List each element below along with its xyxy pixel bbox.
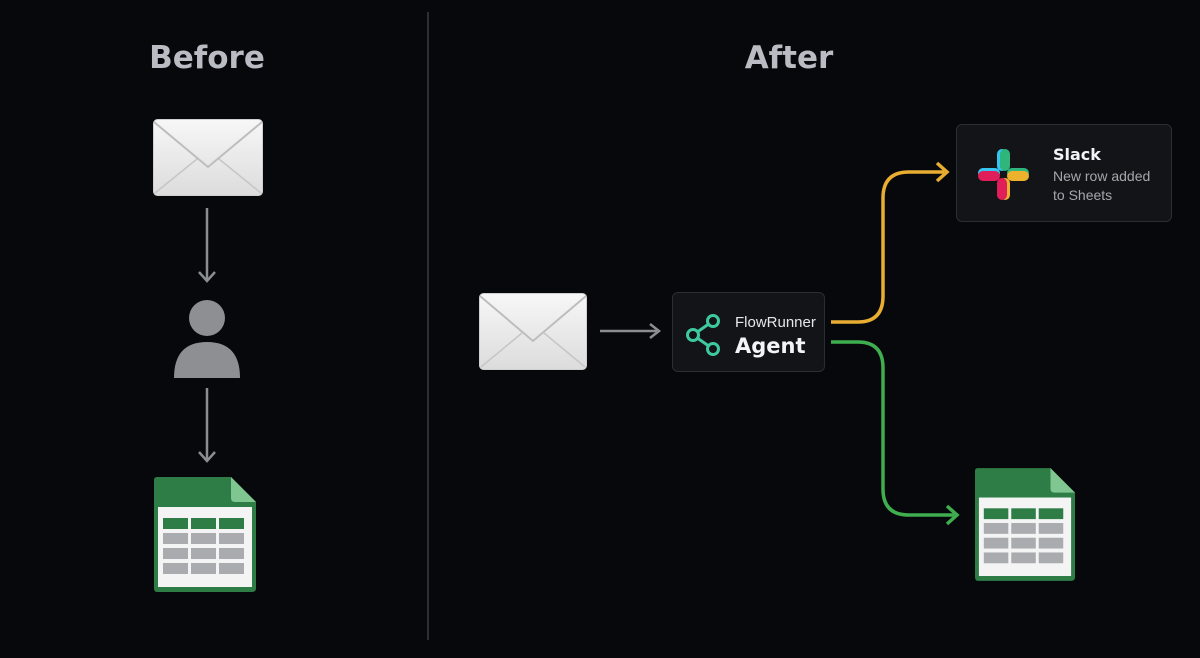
slack-branch-arrowhead [935,161,950,183]
agent-title: Agent [735,334,806,358]
before-heading: Before [149,40,265,76]
slack-message: New row added to Sheets [1053,168,1151,203]
arrow-down [198,388,216,463]
slack-card[interactable]: Slack New row added to Sheets [956,124,1172,222]
arrow-down [198,208,216,283]
person-icon [174,300,240,378]
envelope-icon [153,119,263,196]
agent-brand: FlowRunner [735,314,816,331]
envelope-icon [479,293,587,370]
slack-title: Slack [1053,145,1101,164]
agent-card[interactable]: FlowRunner Agent [672,292,825,372]
arrow-right [600,323,662,339]
after-heading: After [744,40,834,76]
sheets-branch-arrowhead [945,504,960,526]
slack-branch-line [831,170,944,324]
sheets-branch-line [831,340,954,517]
spreadsheet-icon [974,468,1076,581]
share-nodes-icon [686,314,720,356]
slack-logo-icon [978,149,1029,200]
section-divider [427,12,429,640]
spreadsheet-icon [154,477,256,592]
